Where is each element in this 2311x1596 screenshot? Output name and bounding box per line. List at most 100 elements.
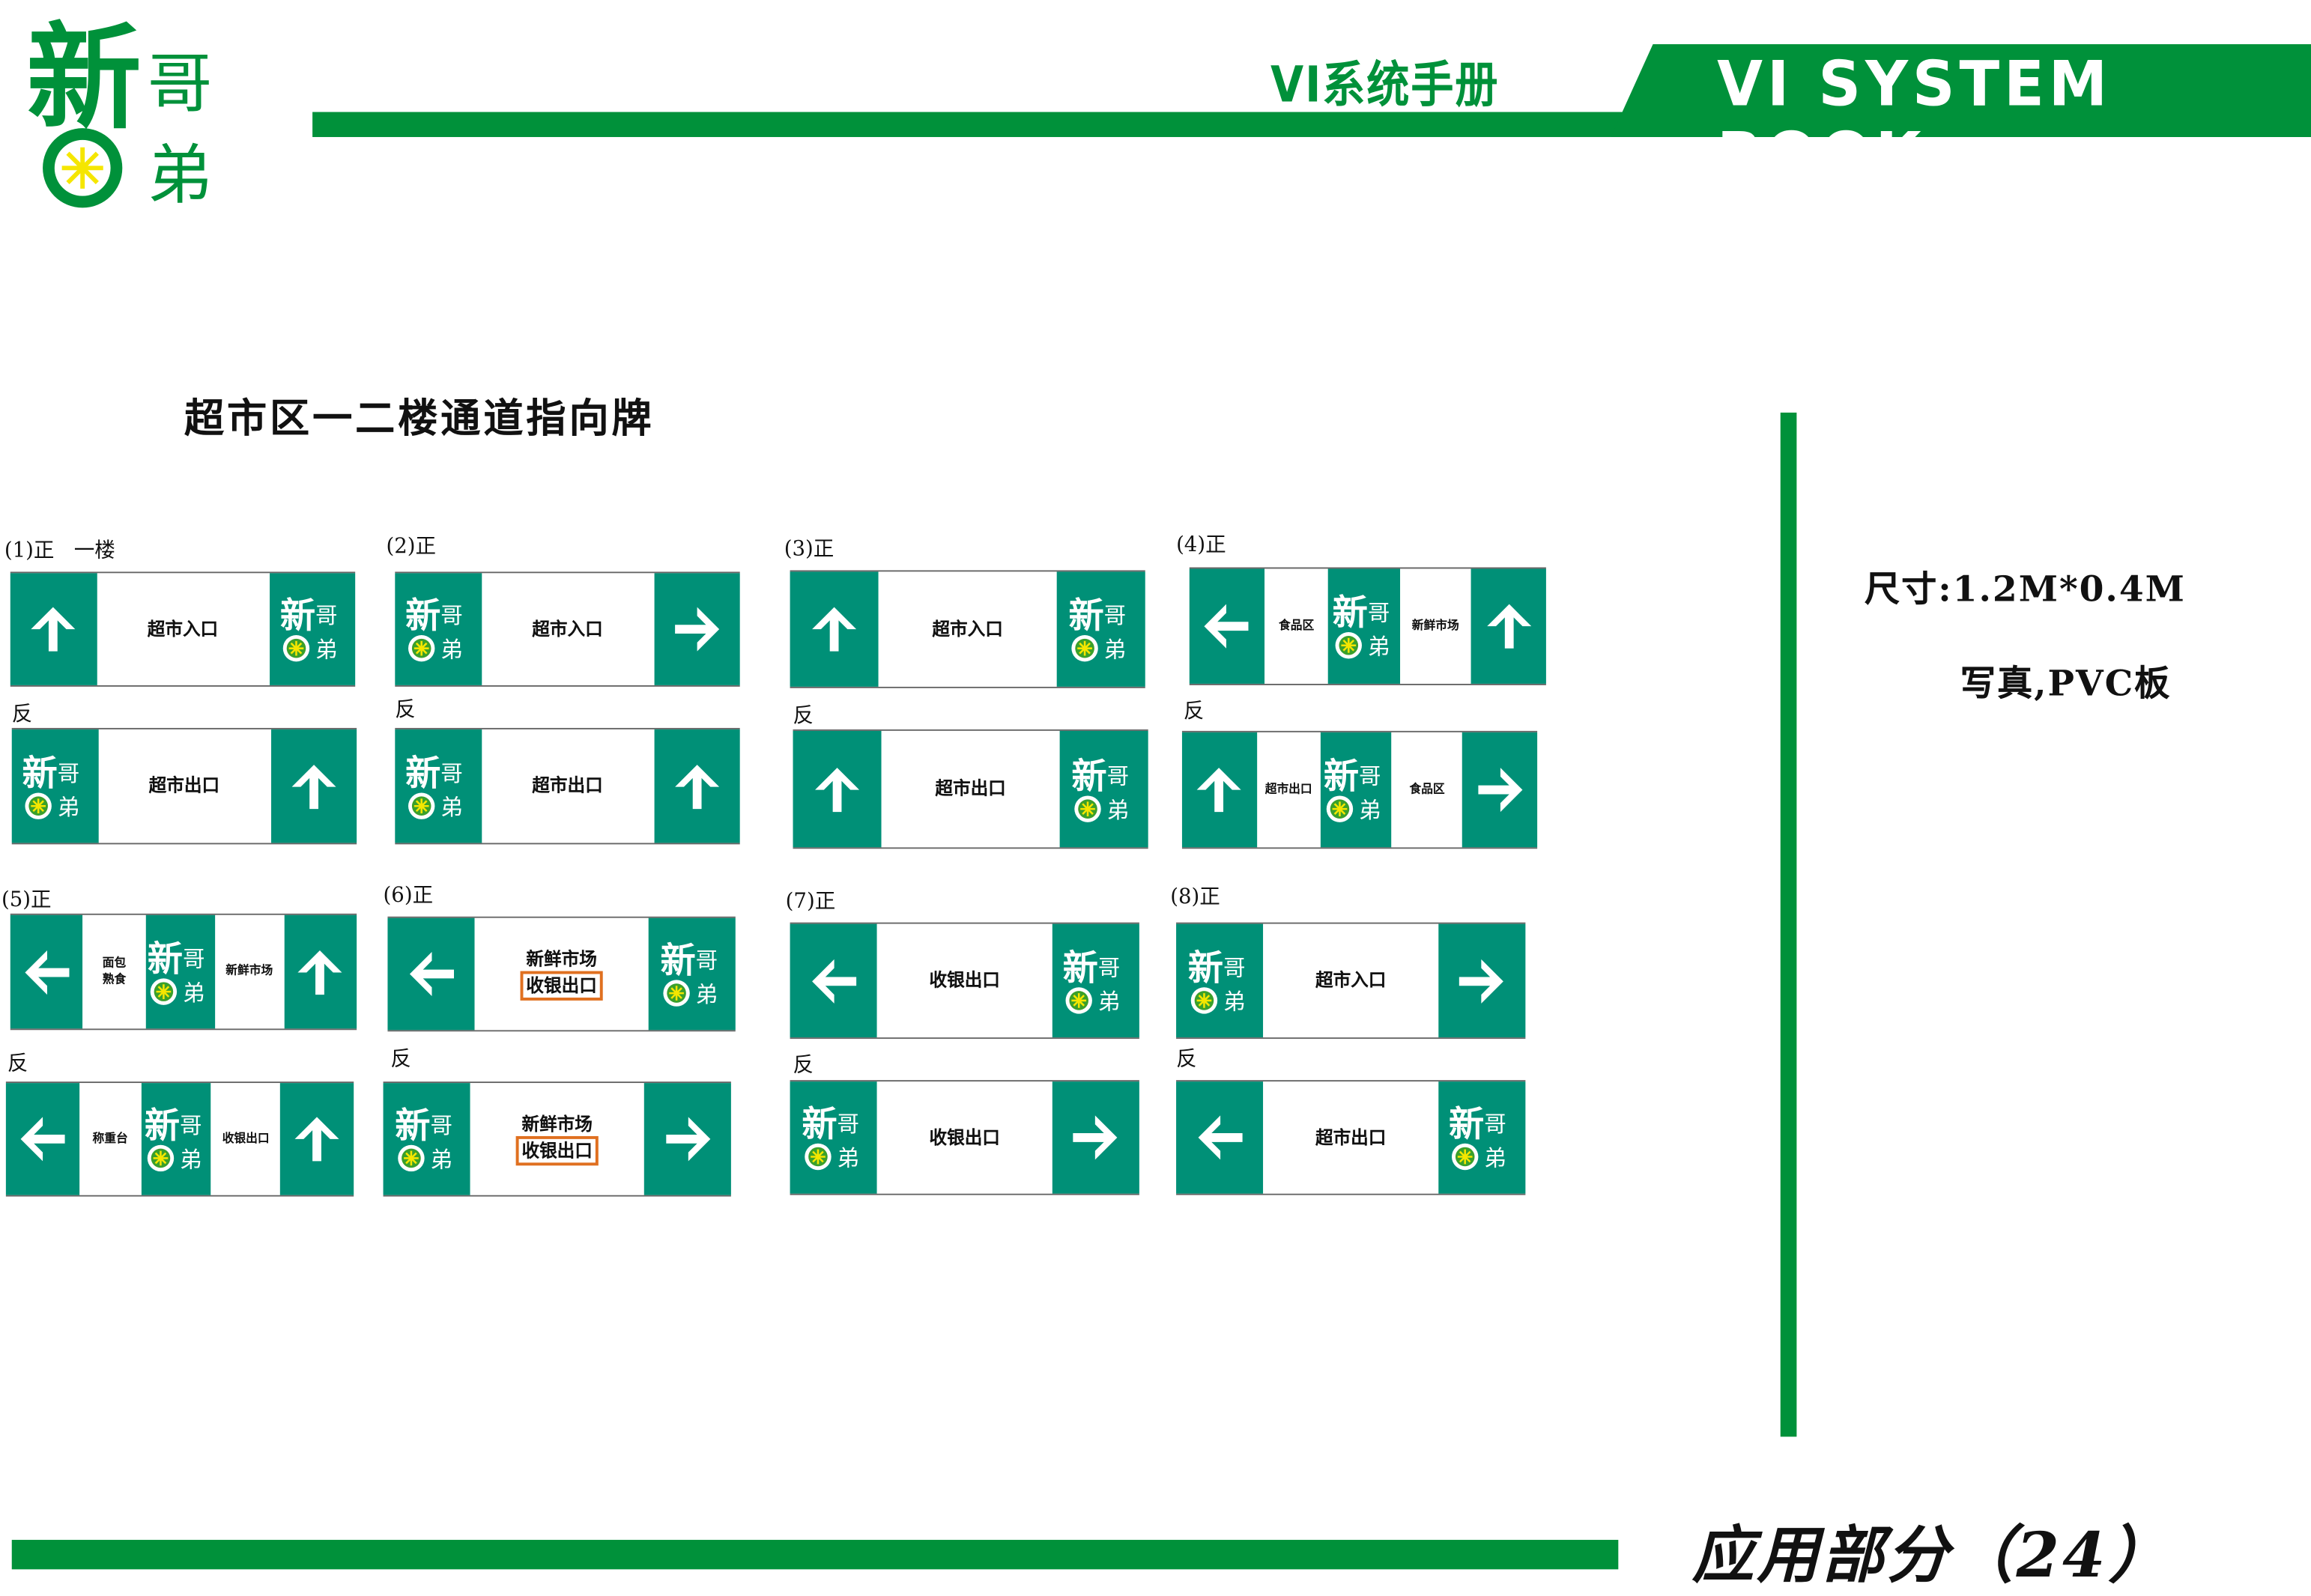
- sign-8-front: 新哥弟超市入口: [1176, 922, 1526, 1040]
- arrow-up-icon: [1486, 604, 1531, 649]
- arrow-panel: [1189, 568, 1264, 684]
- sign-2-front: 新哥弟超市入口: [395, 571, 740, 687]
- arrow-up-icon: [812, 607, 857, 652]
- svg-text:哥: 哥: [148, 47, 213, 122]
- arrow-up-icon: [674, 764, 719, 809]
- arrow-panel: [280, 1083, 354, 1195]
- svg-text:弟: 弟: [1359, 798, 1381, 823]
- sign-text: 食品区: [1409, 782, 1444, 798]
- brand-logo-icon: 新哥弟: [1187, 947, 1245, 1013]
- svg-text:新: 新: [659, 941, 694, 982]
- sign-7-front-label: (7)正: [785, 890, 836, 914]
- brand-logo-icon: 新哥弟: [279, 595, 337, 662]
- svg-text:哥: 哥: [837, 1111, 859, 1137]
- sign-text-line: 新鲜市场: [521, 1114, 593, 1135]
- sign-text: 新鲜市场: [225, 964, 273, 980]
- arrow-panel: [387, 917, 475, 1031]
- svg-text:新: 新: [802, 1104, 837, 1145]
- sign-5-front: 面包熟食新哥弟新鲜市场: [10, 913, 357, 1031]
- svg-text:弟: 弟: [58, 794, 80, 819]
- sign-text-line: 超市出口: [1315, 1126, 1387, 1148]
- sign-6-front-label: (6)正: [383, 884, 434, 908]
- sign-text-line: 超市入口: [932, 619, 1003, 640]
- sign-7-front: 收银出口 新哥弟: [790, 922, 1139, 1040]
- sign-4-back-label: 反: [1183, 700, 1205, 724]
- brand-logo-icon: 新哥弟: [1324, 756, 1381, 823]
- text-panel: 食品区: [1391, 732, 1463, 848]
- arrow-panel: [1438, 923, 1526, 1038]
- svg-text:哥: 哥: [183, 946, 205, 971]
- footer-section: 应用部分（24）: [1691, 1519, 2173, 1592]
- svg-text:新: 新: [1332, 592, 1367, 634]
- logo-panel: 新哥弟: [395, 573, 482, 685]
- sign-text: 收银出口: [929, 968, 999, 992]
- arrow-right-icon: [665, 1117, 710, 1162]
- sign-1-front: 超市入口新哥弟: [10, 571, 356, 687]
- logo-panel: 新哥弟: [1052, 923, 1139, 1038]
- logo-panel: 新哥弟: [141, 1083, 211, 1195]
- sign-2-back: 新哥弟 超市出口: [395, 727, 740, 845]
- logo-panel: 新哥弟: [383, 1083, 470, 1195]
- sign-text: 面包熟食: [103, 956, 126, 987]
- sign-7-back-label: 反: [793, 1053, 814, 1078]
- svg-text:哥: 哥: [441, 760, 464, 786]
- sign-text: 称重台: [93, 1131, 128, 1147]
- svg-text:弟: 弟: [1106, 797, 1129, 822]
- svg-text:哥: 哥: [58, 760, 80, 786]
- arrow-up-icon: [294, 1117, 339, 1162]
- svg-text:哥: 哥: [441, 603, 464, 628]
- sign-2-front-label: (2)正: [386, 535, 437, 559]
- highlighted-sign-text: 收银出口: [520, 971, 603, 1001]
- svg-text:弟: 弟: [148, 139, 213, 213]
- brand-logo-icon: 新哥弟: [659, 941, 717, 1007]
- text-panel: 称重台: [79, 1083, 142, 1195]
- sign-6-back: 新哥弟新鲜市场收银出口: [383, 1081, 731, 1197]
- sign-text-line: 收银出口: [929, 1126, 1000, 1148]
- sign-text-line: 食品区: [1278, 618, 1315, 632]
- brand-logo-icon: 新哥弟: [1071, 756, 1129, 822]
- sign-text: 超市出口: [1315, 1126, 1386, 1150]
- svg-text:哥: 哥: [1103, 603, 1126, 628]
- brand-logo-icon: 新哥弟: [1332, 592, 1390, 659]
- logo-panel: 新哥弟: [790, 1081, 878, 1194]
- text-panel: 新鲜市场收银出口: [470, 1083, 644, 1195]
- arrow-up-icon: [815, 767, 860, 812]
- sign-5-back: 称重台新哥弟收银出口: [5, 1081, 354, 1197]
- sign-text-line: 食品区: [1409, 781, 1445, 795]
- sign-3-back: 超市出口新哥弟: [793, 729, 1148, 849]
- sign-text: 食品区: [1279, 619, 1314, 634]
- svg-text:哥: 哥: [430, 1113, 452, 1138]
- sign-text: 超市出口: [532, 774, 602, 798]
- arrow-panel: [1181, 732, 1257, 848]
- sign-text-line: 收银出口: [929, 970, 1000, 991]
- logo-panel: 新哥弟: [1056, 571, 1145, 687]
- text-panel: 超市入口: [96, 573, 270, 685]
- text-panel: 收银出口: [877, 1081, 1052, 1194]
- arrow-panel: [653, 573, 740, 685]
- svg-text:新: 新: [279, 595, 315, 637]
- arrow-panel: [1462, 732, 1538, 848]
- svg-text:新: 新: [148, 938, 183, 980]
- sign-text: 超市入口: [932, 617, 1002, 641]
- text-panel: 新鲜市场收银出口: [474, 917, 649, 1031]
- sign-3-front-label: (3)正: [784, 538, 835, 562]
- svg-text:弟: 弟: [179, 1147, 202, 1172]
- brand-logo-icon: 新哥弟: [802, 1104, 859, 1171]
- text-panel: 超市出口: [882, 730, 1060, 848]
- arrow-panel: [790, 923, 878, 1038]
- logo-panel: 新哥弟: [395, 729, 482, 843]
- logo-panel: 新哥弟: [1328, 568, 1400, 684]
- svg-text:哥: 哥: [1485, 1111, 1507, 1137]
- svg-text:弟: 弟: [441, 637, 464, 663]
- arrow-panel: [793, 730, 882, 848]
- sign-8-front-label: (8)正: [1170, 885, 1220, 909]
- logo-panel: 新哥弟: [11, 729, 98, 843]
- header-banner: [1611, 44, 2311, 137]
- svg-text:新: 新: [406, 753, 441, 794]
- arrow-right-icon: [1073, 1115, 1118, 1160]
- header-title-en: VI SYSTEM BOOK: [1717, 49, 2112, 192]
- svg-text:哥: 哥: [1106, 763, 1129, 789]
- text-panel: 新鲜市场: [1399, 568, 1471, 684]
- logo-panel: 新哥弟: [1176, 923, 1264, 1038]
- sign-text: 超市出口: [149, 774, 219, 798]
